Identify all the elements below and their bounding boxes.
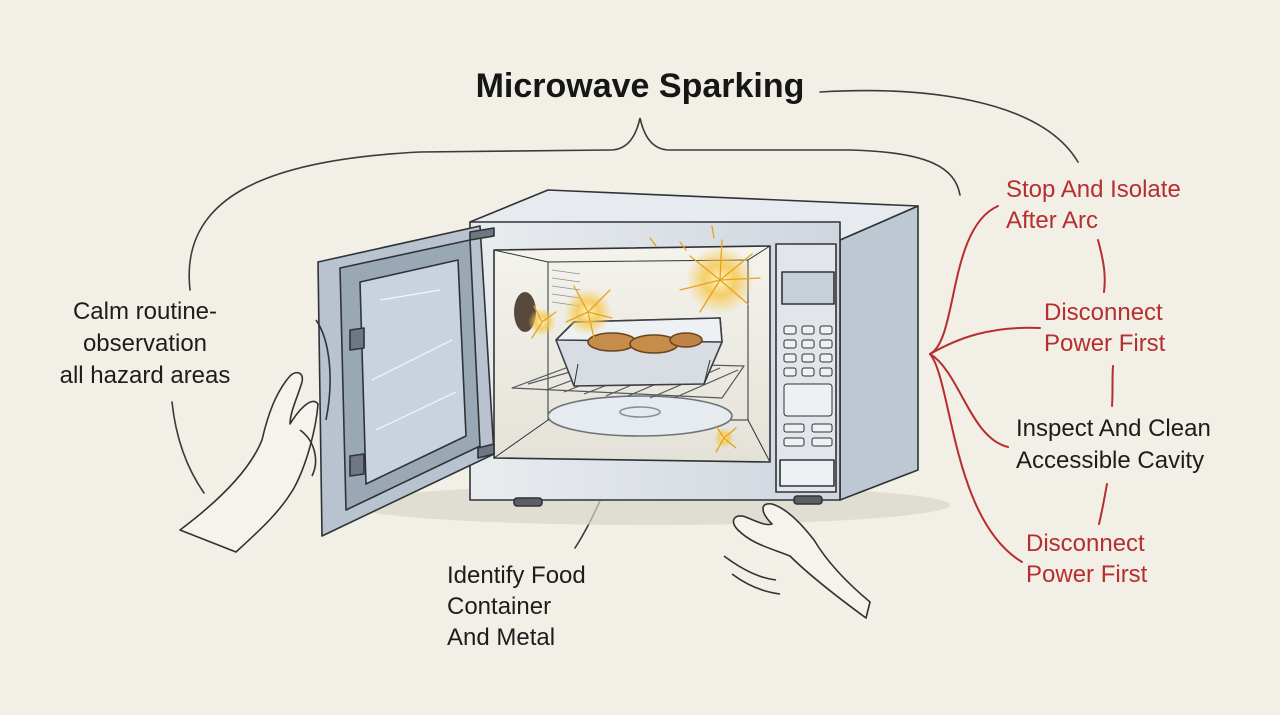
hand-icon — [179, 319, 871, 619]
label-disconnect-1-line-2: Power First — [1044, 330, 1166, 357]
red-bracket — [929, 205, 1114, 563]
label-calm-routine: Calm routine- observation all hazard are… — [40, 296, 250, 392]
calm-down-line — [171, 401, 205, 494]
label-inspect-clean: Inspect And Clean Accessible Cavity — [1016, 413, 1211, 477]
control-panel — [775, 243, 837, 493]
label-identify-line-1: Identify Food — [447, 562, 586, 589]
link-inspect-disconnect — [1098, 483, 1108, 525]
left-hand — [179, 371, 319, 553]
link-disconnect-inspect — [1111, 365, 1114, 407]
label-disconnect-2-line-1: Disconnect — [1026, 530, 1145, 557]
label-disconnect-power-2: Disconnect Power First — [1026, 528, 1147, 590]
label-calm-line-1: Calm routine- — [72, 298, 218, 325]
label-identify-line-3: And Metal — [447, 624, 556, 651]
label-disconnect-1-line-1: Disconnect — [1044, 299, 1163, 326]
label-disconnect-2-line-2: Power First — [1026, 561, 1148, 588]
label-inspect-line-1: Inspect And Clean — [1016, 415, 1211, 442]
label-calm-line-2: observation — [82, 330, 208, 357]
bracket-to-disconnect-2 — [929, 353, 1023, 563]
label-stop-isolate: Stop And Isolate After Arc — [1006, 174, 1181, 236]
title-brace — [188, 117, 961, 291]
link-stop-disconnect — [1097, 239, 1106, 293]
label-stop-line-1: Stop And Isolate — [1006, 176, 1181, 203]
right-hand — [732, 502, 871, 619]
label-disconnect-power-1: Disconnect Power First — [1044, 297, 1165, 359]
spark-rays — [531, 225, 761, 453]
title-to-stop-line — [819, 89, 1079, 163]
label-stop-line-2: After Arc — [1006, 207, 1099, 234]
bracket-to-disconnect-1 — [929, 326, 1041, 355]
bracket-to-stop — [929, 205, 999, 355]
label-inspect-line-2: Accessible Cavity — [1016, 447, 1205, 474]
turntable — [547, 395, 733, 437]
label-calm-line-3: all hazard areas — [59, 362, 231, 389]
bracket-to-inspect — [929, 353, 1009, 448]
diagram-title: Microwave Sparking — [475, 67, 805, 105]
open-door — [317, 225, 495, 537]
label-identify-line-2: Container — [447, 593, 552, 620]
microwave-illustration — [317, 189, 950, 537]
label-identify-food: Identify Food Container And Metal — [447, 560, 586, 653]
